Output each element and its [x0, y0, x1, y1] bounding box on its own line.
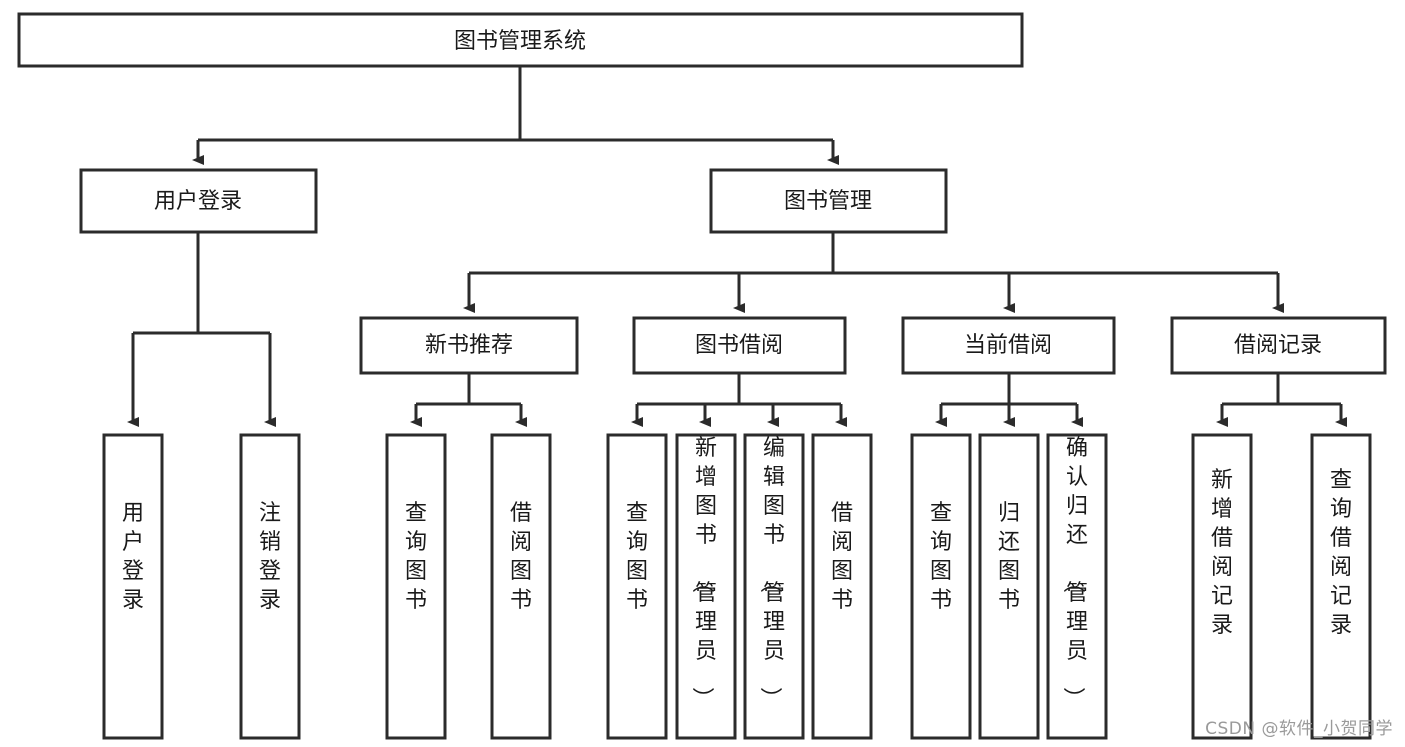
- node-leaf-query-book-2[interactable]: 查询图书: [606, 433, 668, 740]
- node-user-login-box[interactable]: [79, 168, 318, 234]
- node-current-borrow-box[interactable]: [901, 316, 1116, 375]
- edge-group-borrow-record-to-leaves: [1216, 373, 1347, 427]
- node-user-login-label: 用户登录: [154, 189, 242, 214]
- node-book-borrow-label: 图书借阅: [695, 333, 783, 358]
- edge-group-user-login-to-leaves: [127, 232, 276, 427]
- node-leaf-borrow-book-1[interactable]: 借阅图书: [490, 433, 552, 740]
- node-leaf-edit-book-label: 编辑图书（管理员）: [757, 436, 785, 709]
- node-leaf-edit-book-box[interactable]: [743, 433, 805, 740]
- node-book-borrow-box[interactable]: [632, 316, 847, 375]
- node-new-book-rec-label: 新书推荐: [425, 333, 513, 358]
- edge-group-current-borrow-to-leaves: [935, 373, 1083, 427]
- node-new-book-rec[interactable]: 新书推荐: [359, 316, 579, 375]
- node-borrow-record-box[interactable]: [1170, 316, 1387, 375]
- node-leaf-query-record-box[interactable]: [1310, 433, 1372, 740]
- node-leaf-borrow-book-1-label: 借阅图书: [510, 501, 532, 613]
- node-book-manage[interactable]: 图书管理: [709, 168, 948, 234]
- node-leaf-borrow-book-2[interactable]: 借阅图书: [811, 433, 873, 740]
- node-book-borrow[interactable]: 图书借阅: [632, 316, 847, 375]
- node-leaf-query-book-2-label: 查询图书: [626, 501, 648, 613]
- node-leaf-user-logout[interactable]: 注销登录: [239, 433, 301, 740]
- node-root[interactable]: 图书管理系统: [17, 12, 1024, 68]
- node-leaf-user-logout-box[interactable]: [239, 433, 301, 740]
- node-leaf-borrow-book-1-box[interactable]: [490, 433, 552, 740]
- node-leaf-add-book-box[interactable]: [675, 433, 737, 740]
- node-borrow-record-label: 借阅记录: [1234, 333, 1322, 358]
- node-current-borrow-label: 当前借阅: [964, 333, 1052, 358]
- node-leaf-query-book-3-label: 查询图书: [930, 501, 952, 613]
- node-leaf-return-book[interactable]: 归还图书: [978, 433, 1040, 740]
- node-leaf-query-record[interactable]: 查询借阅记录: [1310, 433, 1372, 740]
- node-leaf-user-login-label: 用户登录: [122, 501, 144, 613]
- node-book-manage-box[interactable]: [709, 168, 948, 234]
- node-leaf-confirm-return-label: 确认归还（管理员）: [1060, 436, 1088, 709]
- node-leaf-add-record[interactable]: 新增借阅记录: [1191, 433, 1253, 740]
- node-leaf-query-book-3[interactable]: 查询图书: [910, 433, 972, 740]
- node-leaf-borrow-book-2-box[interactable]: [811, 433, 873, 740]
- edge-group-new-book-rec-to-leaves: [410, 373, 527, 427]
- node-user-login[interactable]: 用户登录: [79, 168, 318, 234]
- edge-group-root-to-level2: [192, 66, 839, 165]
- node-leaf-query-book-1-label: 查询图书: [405, 501, 427, 613]
- node-leaf-user-login[interactable]: 用户登录: [102, 433, 164, 740]
- node-leaf-query-record-label: 查询借阅记录: [1330, 468, 1352, 638]
- node-borrow-record[interactable]: 借阅记录: [1170, 316, 1387, 375]
- edge-group-book-manage-to-level3: [463, 232, 1284, 313]
- node-leaf-user-login-box[interactable]: [102, 433, 164, 740]
- node-book-manage-label: 图书管理: [784, 189, 872, 214]
- node-leaf-query-book-1[interactable]: 查询图书: [385, 433, 447, 740]
- edge-group-book-borrow-to-leaves: [631, 373, 847, 427]
- node-root-label: 图书管理系统: [454, 29, 586, 54]
- node-root-box[interactable]: [17, 12, 1024, 68]
- node-leaf-add-record-box[interactable]: [1191, 433, 1253, 740]
- node-leaf-edit-book[interactable]: 编辑图书（管理员）: [743, 433, 805, 740]
- node-leaf-add-book-label: 新增图书（管理员）: [689, 436, 717, 709]
- node-leaf-confirm-return-box[interactable]: [1046, 433, 1108, 740]
- node-leaf-return-book-box[interactable]: [978, 433, 1040, 740]
- node-leaf-borrow-book-2-label: 借阅图书: [831, 501, 853, 613]
- node-current-borrow[interactable]: 当前借阅: [901, 316, 1116, 375]
- node-leaf-query-book-3-box[interactable]: [910, 433, 972, 740]
- node-leaf-user-logout-label: 注销登录: [259, 501, 281, 613]
- node-leaf-confirm-return[interactable]: 确认归还（管理员）: [1046, 433, 1108, 740]
- node-leaf-return-book-label: 归还图书: [998, 501, 1020, 613]
- node-new-book-rec-box[interactable]: [359, 316, 579, 375]
- csdn-watermark: CSDN @软件_小贺同学: [1205, 719, 1393, 739]
- node-leaf-query-book-2-box[interactable]: [606, 433, 668, 740]
- node-leaf-query-book-1-box[interactable]: [385, 433, 447, 740]
- node-leaf-add-record-label: 新增借阅记录: [1211, 468, 1233, 638]
- node-leaf-add-book[interactable]: 新增图书（管理员）: [675, 433, 737, 740]
